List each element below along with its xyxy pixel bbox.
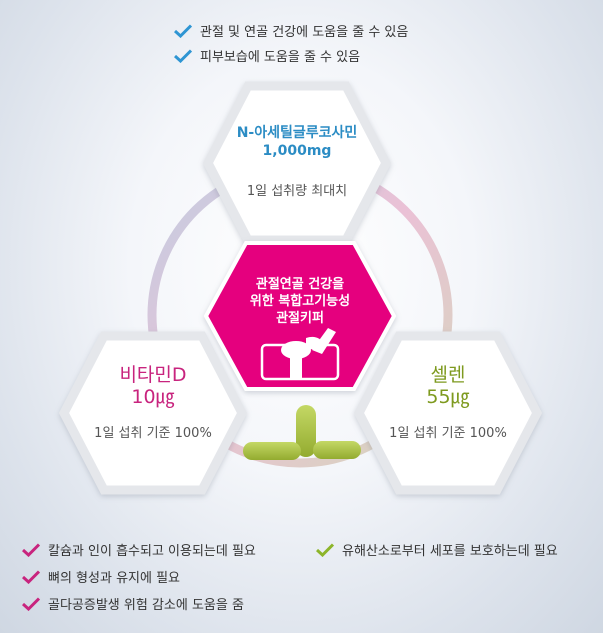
bottom-right-benefit-1-text: 유해산소로부터 세포를 보호하는데 필요	[342, 544, 558, 559]
joint-bone-icon	[260, 328, 340, 381]
top-benefit-2: 피부보습에 도움을 줄 수 있음	[174, 46, 360, 65]
left-hex-note: 1일 섭취 기준 100%	[94, 426, 212, 441]
right-hex-content: 셀렌 55㎍ 1일 섭취 기준 100%	[359, 364, 537, 441]
center-hex-content: 관절연골 건강을 위한 복합고기능성 관절키퍼	[216, 276, 384, 327]
checkmark-icon	[22, 569, 40, 584]
checkmark-icon	[22, 596, 40, 611]
checkmark-icon	[316, 542, 334, 557]
bottom-left-benefit-2-text: 뼈의 형성과 유지에 필요	[48, 571, 180, 586]
top-benefit-1-text: 관절 및 연골 건강에 도움을 줄 수 있음	[200, 25, 409, 40]
top-hex-content: N-아세틸글루코사민 1,000mg 1일 섭취량 최대치	[208, 124, 386, 199]
top-benefit-2-text: 피부보습에 도움을 줄 수 있음	[200, 50, 361, 65]
top-benefit-1: 관절 및 연골 건강에 도움을 줄 수 있음	[174, 21, 408, 40]
right-hex-note: 1일 섭취 기준 100%	[389, 426, 507, 441]
center-hex-line1: 관절연골 건강을	[255, 277, 345, 292]
left-hex-amount: 10㎍	[131, 386, 175, 408]
bottom-left-benefit-3-text: 골다공증발생 위험 감소에 도움을 줌	[48, 598, 244, 613]
left-hex-name: 비타민D	[119, 364, 187, 386]
checkmark-icon	[174, 23, 192, 38]
top-hex-name: N-아세틸글루코사민	[236, 125, 358, 141]
bottom-right-benefit-1: 유해산소로부터 세포를 보호하는데 필요	[316, 540, 558, 559]
checkmark-icon	[174, 48, 192, 63]
right-hex-amount: 55㎍	[426, 386, 470, 408]
top-hex-note: 1일 섭취량 최대치	[246, 184, 348, 199]
center-hex-line3: 관절키퍼	[276, 311, 324, 326]
center-hex-line2: 위한 복합고기능성	[249, 294, 351, 309]
left-hex-content: 비타민D 10㎍ 1일 섭취 기준 100%	[64, 364, 242, 441]
bottom-left-benefit-1-text: 칼슘과 인이 흡수되고 이용되는데 필요	[48, 544, 256, 559]
center-hexagon	[203, 241, 397, 391]
bottom-left-benefit-2: 뼈의 형성과 유지에 필요	[22, 567, 180, 586]
top-hex-amount: 1,000mg	[262, 143, 332, 159]
right-hexagon	[353, 331, 543, 495]
bottom-left-benefit-1: 칼슘과 인이 흡수되고 이용되는데 필요	[22, 540, 256, 559]
top-hexagon	[202, 81, 392, 245]
bottom-left-benefit-3: 골다공증발생 위험 감소에 도움을 줌	[22, 594, 244, 613]
pills-illustration	[243, 405, 361, 460]
checkmark-icon	[22, 542, 40, 557]
right-hex-name: 셀렌	[430, 364, 466, 386]
left-hexagon	[58, 331, 248, 495]
